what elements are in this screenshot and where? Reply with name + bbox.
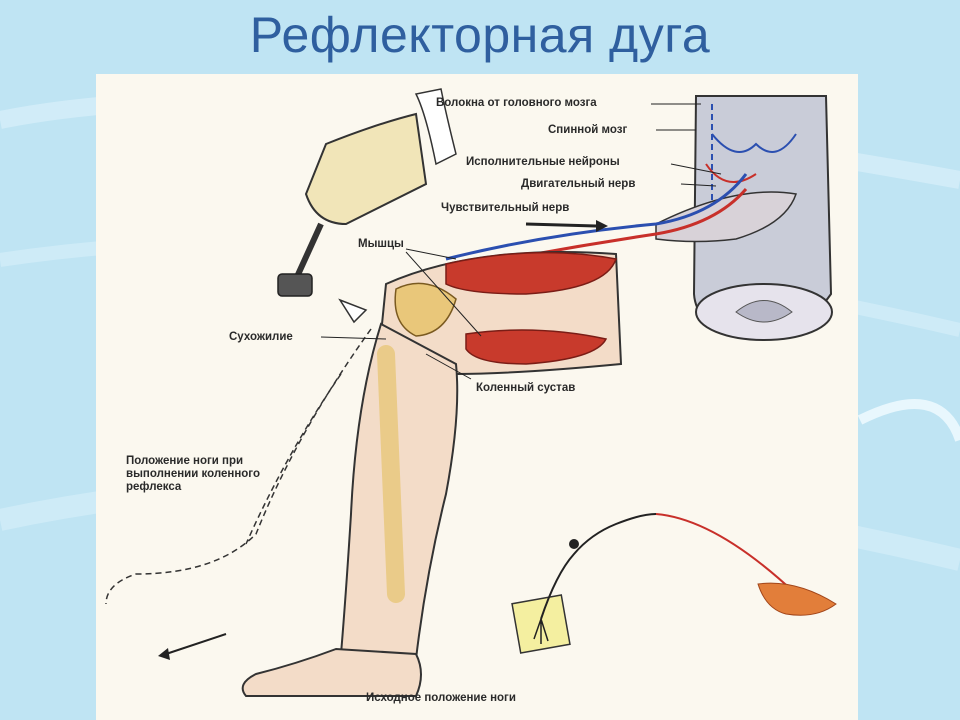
label-tendon: Сухожилие <box>229 331 293 343</box>
label-initial-leg-position: Исходное положение ноги <box>366 692 516 704</box>
hand-with-hammer <box>277 88 457 324</box>
sensory-arrow <box>525 222 597 228</box>
schematic-neuron <box>511 513 837 654</box>
reflex-arc-illustration <box>105 88 837 697</box>
leg-drawing <box>105 251 623 697</box>
diagram-panel: Волокна от головного мозга Спинной мозг … <box>96 74 858 720</box>
label-spinal-cord: Спинной мозг <box>548 124 628 136</box>
label-knee-joint: Коленный сустав <box>476 382 576 394</box>
label-leader-lines <box>320 103 722 380</box>
sensory-nerve-path <box>445 173 748 261</box>
label-motor-nerve: Двигательный нерв <box>521 178 636 190</box>
label-executive-neurons: Исполнительные нейроны <box>466 156 620 168</box>
label-sensory-nerve: Чувствительный нерв <box>441 202 570 214</box>
motion-arrow <box>165 633 227 655</box>
label-brain-fibers: Волокна от головного мозга <box>436 97 597 109</box>
label-leg-position-reflex: Положение ноги при выполнении коленного … <box>126 455 260 493</box>
slide-title: Рефлекторная дуга <box>249 7 711 63</box>
label-muscles: Мышцы <box>358 238 404 250</box>
